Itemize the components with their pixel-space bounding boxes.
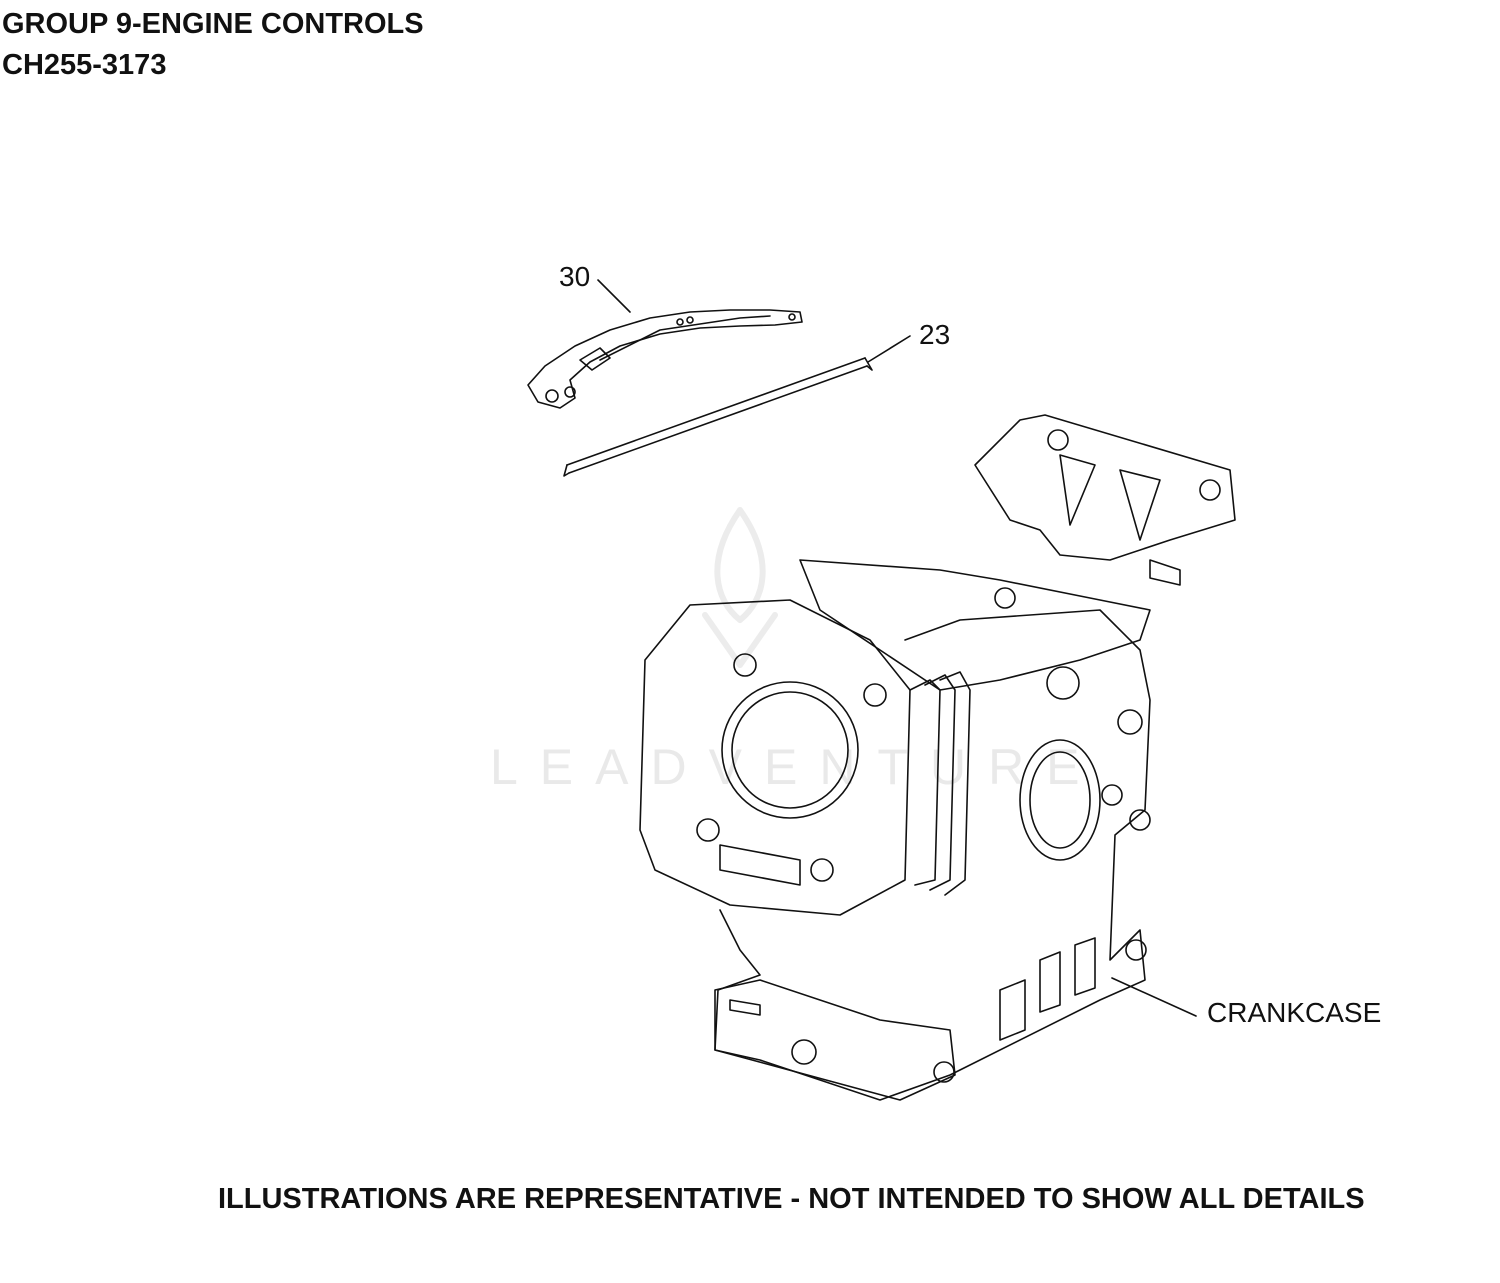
disclaimer-footer: ILLUSTRATIONS ARE REPRESENTATIVE - NOT I… [218, 1183, 1365, 1215]
leader-line-crankcase [1111, 977, 1197, 1017]
diagram-title: GROUP 9-ENGINE CONTROLS [2, 8, 424, 40]
watermark-logo: LEADVENTURE [490, 739, 1102, 795]
model-number: CH255-3173 [2, 49, 167, 81]
callout-23[interactable]: 23 [919, 319, 951, 350]
watermark-flame-icon [702, 507, 778, 668]
leader-line-23 [867, 335, 911, 363]
leader-line-30 [597, 279, 631, 313]
callout-30[interactable]: 30 [559, 261, 591, 292]
callout-crankcase[interactable]: CRANKCASE [1207, 997, 1382, 1028]
governor-link-part-23[interactable] [563, 357, 873, 477]
governor-lever-part-30[interactable] [527, 309, 803, 409]
crankcase-illustration[interactable] [639, 414, 1236, 1101]
